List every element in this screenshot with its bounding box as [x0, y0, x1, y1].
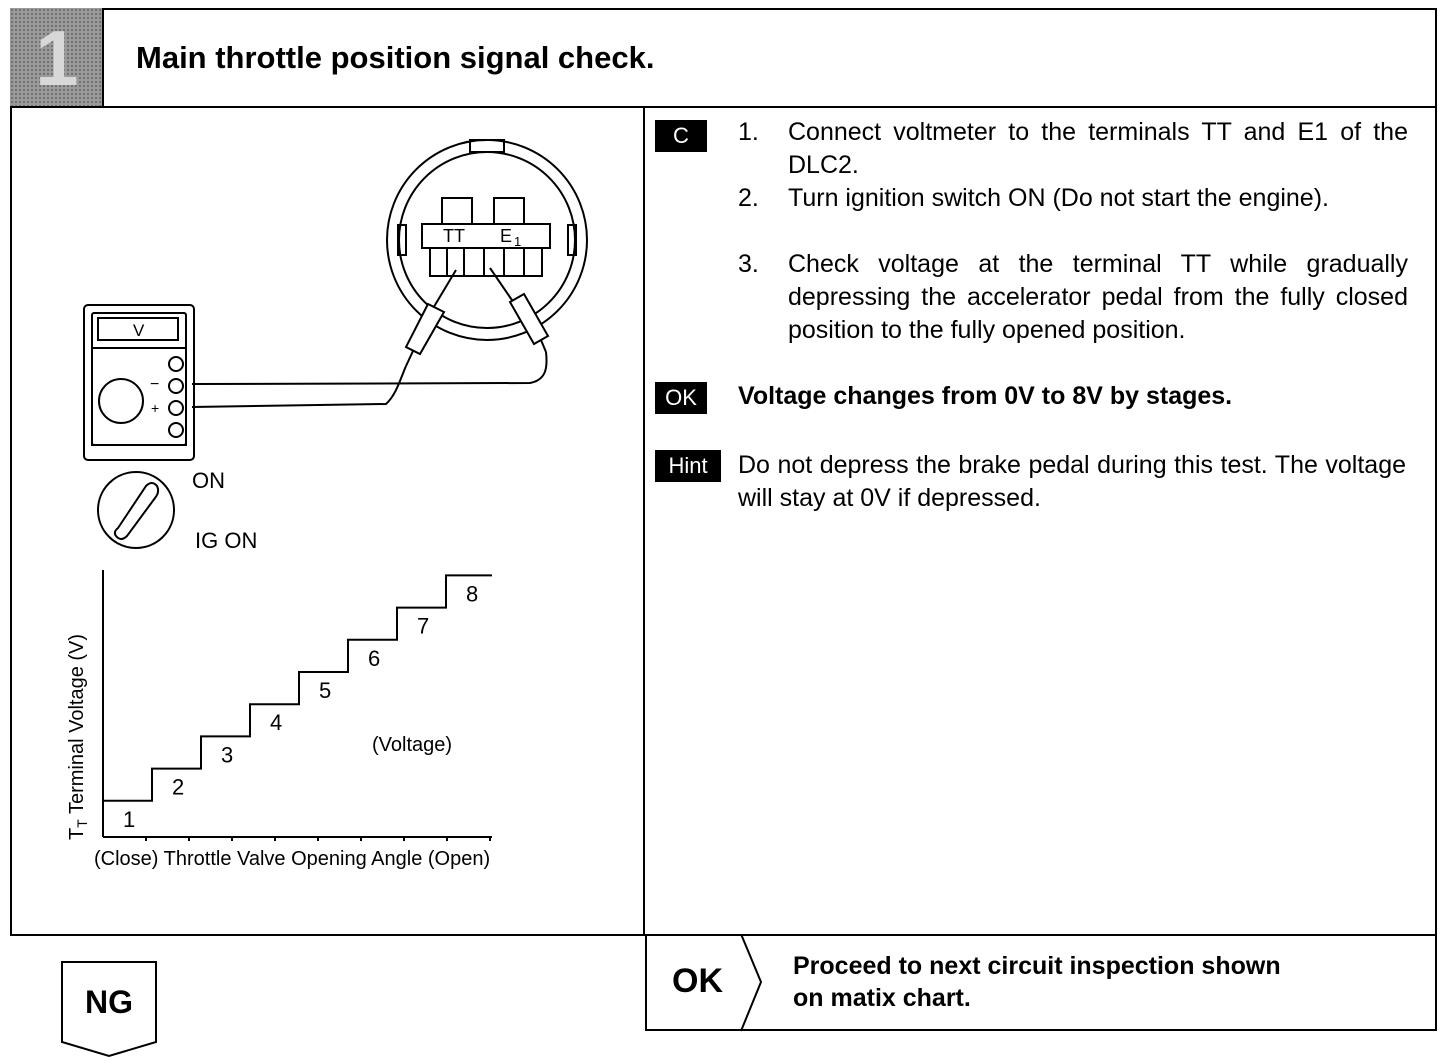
chart-annotation: (Voltage) — [372, 734, 452, 756]
tag-hint: Hint — [655, 450, 721, 482]
instruction-number: 3. — [738, 250, 759, 278]
procedure-frame — [10, 8, 1437, 936]
ok-criteria: Voltage changes from 0V to 8V by stages. — [738, 382, 1233, 410]
switch-on-label: ON — [192, 468, 225, 493]
ok-result-label: OK — [672, 962, 723, 1000]
voltage-step-line — [102, 574, 492, 837]
page-title: Main throttle position signal check. — [136, 40, 655, 75]
minus-terminal-label: − — [150, 376, 159, 393]
tag-ok: OK — [655, 382, 707, 414]
ok-result-box — [645, 934, 1437, 1031]
voltage-chart: 1 2 3 4 5 6 7 8 (Voltage) (Close) Throttle Valv… — [66, 570, 492, 870]
instruction-text: Check voltage at the terminal TT while g… — [788, 250, 1408, 344]
step-label: 8 — [466, 581, 478, 606]
dlc2-connector-icon — [386, 139, 588, 341]
step-label: 1 — [123, 807, 135, 832]
step-labels: 1 2 3 4 5 6 7 8 — [123, 581, 478, 831]
step-number: 1 — [35, 14, 79, 102]
step-label: 4 — [270, 710, 282, 735]
proceed-line-2: on matix chart. — [793, 984, 971, 1012]
connector-e1-label: E — [500, 226, 512, 246]
voltmeter-label: V — [133, 321, 145, 340]
connector-tt-label: TT — [443, 226, 465, 246]
step-label: 3 — [221, 742, 233, 767]
tag-c: C — [655, 120, 707, 152]
y-axis-label: TT Terminal Voltage (V) — [66, 634, 90, 840]
plus-terminal-label: + — [151, 400, 159, 416]
instruction-number: 2. — [738, 184, 759, 212]
instruction-number: 1. — [738, 118, 759, 146]
ignition-switch-icon — [97, 471, 175, 549]
ok-chevron — [740, 934, 763, 1032]
voltmeter-icon — [83, 304, 195, 461]
step-number-box — [10, 8, 104, 106]
proceed-line-1: Proceed to next circuit inspection shown — [793, 952, 1281, 980]
column-divider — [643, 106, 645, 934]
instruction-text: Connect voltmeter to the terminals TT an… — [788, 118, 1408, 179]
step-label: 6 — [368, 646, 380, 671]
probe-leads — [191, 267, 550, 408]
step-label: 5 — [319, 678, 331, 703]
ng-arrow-icon — [61, 961, 157, 1058]
header-row — [10, 8, 1437, 108]
instruction-text: Turn ignition switch ON (Do not start th… — [788, 184, 1329, 212]
ng-result-label: NG — [85, 984, 133, 1020]
x-axis-label: (Close) Throttle Valve Opening Angle (Op… — [94, 848, 490, 870]
hint-text: Do not depress the brake pedal during th… — [738, 451, 1406, 512]
chart-axes — [102, 570, 492, 841]
instruction-list: 1. Connect voltmeter to the terminals TT… — [738, 116, 1408, 356]
proceed-text: Proceed to next circuit inspection shown… — [793, 950, 1281, 1014]
switch-ig-on-label: IG ON — [195, 528, 257, 553]
step-label: 7 — [417, 614, 429, 639]
step-label: 2 — [172, 775, 184, 800]
connector-e1-sub: 1 — [514, 234, 521, 249]
